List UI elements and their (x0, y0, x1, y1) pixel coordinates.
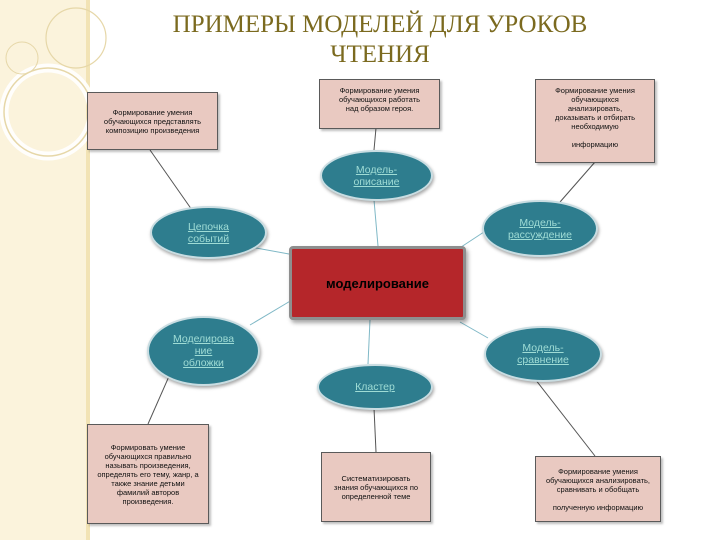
center-modeling-label: моделирование (326, 275, 429, 291)
model-cover-label: Моделирова ние обложки (172, 333, 235, 369)
model-description[interactable]: Модель- описание (320, 150, 433, 201)
model-cluster[interactable]: Кластер (317, 364, 433, 410)
decorative-side-strip (86, 0, 90, 540)
model-comparison-label: Модель- сравнение (517, 342, 569, 366)
model-description-label: Модель- описание (353, 163, 400, 188)
note-hero-image: Формирование умения обучающихся работать… (319, 79, 440, 129)
note-naming: Формировать умение обучающихся правильно… (87, 424, 209, 524)
note-composition: Формирование умения обучающихся представ… (87, 92, 218, 150)
center-modeling[interactable]: моделирование (289, 246, 466, 320)
page-title: ПРИМЕРЫ МОДЕЛЕЙ ДЛЯ УРОКОВ ЧТЕНИЯ (172, 11, 588, 68)
note-systematize: Систематизировать знания обучающихся по … (321, 452, 431, 522)
model-chain-of-events[interactable]: Цепочка событий (150, 206, 267, 259)
model-reasoning[interactable]: Модель- рассуждение (482, 200, 598, 257)
model-chain-of-events-label: Цепочка событий (187, 220, 230, 245)
model-cover[interactable]: Моделирова ние обложки (147, 316, 260, 386)
model-comparison[interactable]: Модель- сравнение (484, 326, 602, 382)
model-cluster-label: Кластер (355, 381, 395, 393)
model-reasoning-label: Модель- рассуждение (507, 216, 573, 241)
note-analysis: Формирование умения обучающихся анализир… (535, 79, 655, 163)
note-compare: Формирование умения обучающихся анализир… (535, 456, 661, 522)
